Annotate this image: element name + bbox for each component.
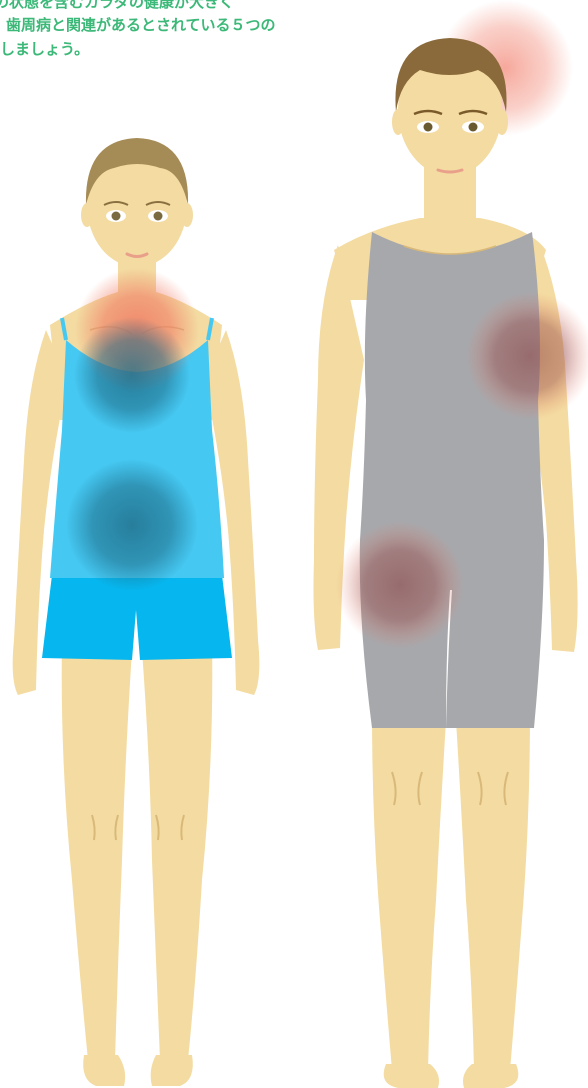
female-right-foot bbox=[151, 1055, 193, 1086]
female-left-leg bbox=[62, 640, 132, 1060]
male-right-leg bbox=[456, 710, 530, 1070]
male-left-leg bbox=[372, 710, 446, 1070]
male-right-foot bbox=[463, 1064, 518, 1088]
male-arm-highlight bbox=[466, 292, 588, 420]
male-left-foot bbox=[384, 1064, 439, 1088]
female-figure bbox=[13, 138, 260, 1086]
male-hip-highlight bbox=[336, 521, 464, 649]
female-abdomen-highlight bbox=[66, 459, 198, 591]
female-heart-highlight bbox=[74, 317, 190, 433]
female-right-leg bbox=[142, 640, 212, 1060]
male-figure bbox=[314, 0, 588, 1088]
female-left-foot bbox=[83, 1055, 125, 1086]
